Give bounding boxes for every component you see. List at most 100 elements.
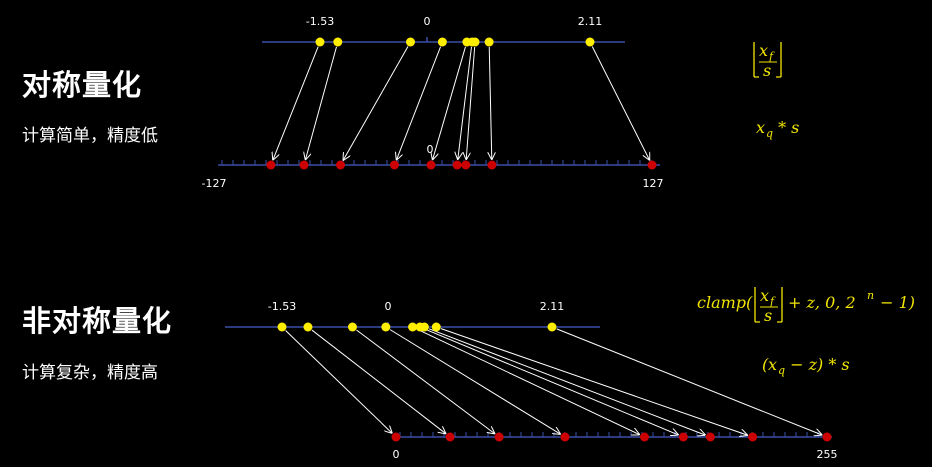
quant-point — [487, 160, 497, 170]
sym-floor-right-bracket — [776, 42, 782, 78]
mapping-arrow — [466, 46, 476, 159]
quant-point — [560, 432, 570, 442]
sym-float-zero-label: 0 — [424, 15, 431, 28]
asym-dequantize-formula: ( x q − z) * s — [762, 355, 850, 377]
quant-point — [494, 432, 504, 442]
sym-quantize-formula: x f s — [753, 41, 782, 80]
sym-deq-rest: * s — [773, 118, 799, 137]
asymmetric-subtitle: 计算复杂，精度高 — [22, 363, 158, 383]
asym-power: n — [867, 289, 874, 302]
float-point — [408, 322, 418, 332]
mapping-arrow — [424, 328, 678, 435]
asymmetric-diagram: -1.53 0 2.11 0 255 — [225, 300, 838, 461]
quant-point — [391, 432, 401, 442]
mapping-arrow — [440, 328, 747, 435]
sym-float-max-label: 2.11 — [578, 15, 603, 28]
float-point — [277, 322, 287, 332]
mapping-arrow — [591, 46, 649, 159]
asym-float-points — [277, 322, 557, 332]
asym-quantize-formula: clamp( x f s + z, 0, 2 n − 1) — [697, 286, 915, 325]
float-point — [470, 37, 480, 47]
asym-deq-base: x — [768, 355, 777, 374]
sym-numerator-sub: f — [768, 50, 775, 63]
mapping-arrow — [556, 328, 822, 435]
asym-deq-open: ( — [762, 355, 769, 374]
float-point — [585, 37, 595, 47]
float-point — [437, 37, 447, 47]
float-point — [419, 322, 429, 332]
asym-denominator: s — [764, 306, 772, 325]
float-point — [381, 322, 391, 332]
quant-point — [445, 432, 455, 442]
float-point — [431, 322, 441, 332]
quant-point — [336, 160, 346, 170]
float-point — [347, 322, 357, 332]
mapping-arrow — [458, 46, 472, 159]
asym-numerator-sub: f — [769, 295, 776, 308]
quant-point — [299, 160, 309, 170]
sym-quant-zero-label: 0 — [427, 143, 434, 156]
quant-point — [748, 432, 758, 442]
mapping-arrow — [356, 329, 494, 433]
sym-float-min-label: -1.53 — [306, 15, 334, 28]
asymmetric-title: 非对称量化 — [22, 304, 173, 338]
sym-quant-min-label: -127 — [202, 177, 227, 190]
mapping-arrow — [433, 46, 466, 159]
sym-deq-base: x — [756, 118, 765, 137]
quant-point — [426, 160, 436, 170]
sym-quant-points — [266, 160, 657, 170]
asym-quant-zero-label: 0 — [393, 448, 400, 461]
quant-point — [452, 160, 462, 170]
sym-numerator: x — [759, 41, 768, 60]
sym-quant-max-label: 127 — [643, 177, 664, 190]
asym-floor-left-bracket — [754, 287, 760, 323]
asym-clamp-prefix: clamp( — [697, 293, 753, 312]
quant-point — [266, 160, 276, 170]
quant-point — [639, 432, 649, 442]
asym-numerator: x — [760, 286, 769, 305]
quant-point — [822, 432, 832, 442]
quant-point — [461, 160, 471, 170]
quant-point — [389, 160, 399, 170]
asym-quant-max-label: 255 — [817, 448, 838, 461]
sym-quant-ticks — [221, 160, 652, 165]
symmetric-diagram: -1.53 0 2.11 -127 0 127 — [202, 15, 664, 190]
sym-denominator: s — [763, 61, 771, 80]
asym-float-max-label: 2.11 — [540, 300, 565, 313]
asym-float-min-label: -1.53 — [268, 300, 296, 313]
float-point — [484, 37, 494, 47]
quant-point — [705, 432, 715, 442]
asym-clamp-suffix: + z, 0, 2 — [788, 293, 856, 312]
mapping-arrow — [397, 46, 442, 160]
asym-mapping-arrows — [285, 328, 822, 435]
quant-point — [647, 160, 657, 170]
sym-dequantize-formula: x q * s — [756, 118, 799, 140]
sym-float-points — [315, 37, 595, 47]
mapping-arrow — [273, 46, 319, 160]
symmetric-title: 对称量化 — [22, 68, 143, 102]
sym-mapping-arrows — [273, 46, 649, 159]
asym-quant-points — [391, 432, 832, 442]
mapping-arrow — [389, 329, 560, 434]
mapping-arrow — [311, 329, 445, 433]
mapping-arrow — [343, 46, 409, 159]
mapping-arrow — [416, 328, 639, 434]
asym-deq-rest: − z) * s — [785, 355, 850, 374]
asym-float-zero-label: 0 — [385, 300, 392, 313]
symmetric-subtitle: 计算简单，精度低 — [22, 126, 158, 146]
quant-point — [678, 432, 688, 442]
float-point — [405, 37, 415, 47]
float-point — [333, 37, 343, 47]
mapping-arrow — [428, 328, 705, 435]
sym-floor-left-bracket — [753, 42, 759, 78]
float-point — [547, 322, 557, 332]
sym-deq-sub: q — [766, 127, 773, 140]
mapping-arrow — [306, 46, 337, 159]
asym-clamp-suffix-end: − 1) — [875, 293, 915, 312]
asym-deq-sub: q — [778, 364, 785, 377]
mapping-arrow — [489, 46, 492, 159]
float-point — [303, 322, 313, 332]
float-point — [315, 37, 325, 47]
mapping-arrow — [285, 330, 392, 432]
